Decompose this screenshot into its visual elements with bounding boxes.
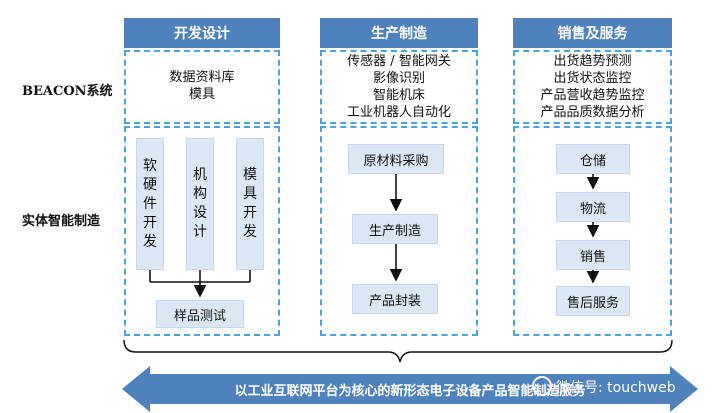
char: 具: [243, 186, 257, 202]
column-header-design: 开发设计: [124, 18, 280, 48]
char: 开: [243, 205, 257, 221]
bottom-banner: 以工业互联网平台为核心的新形态电子设备产品智能制造服务: [150, 374, 670, 404]
physical-box-sales: [513, 126, 672, 336]
banner-right-arrow: [670, 366, 698, 412]
char: 构: [193, 186, 207, 202]
beacon-design-line: 数据资料库: [169, 70, 235, 85]
physical-box-production: [320, 126, 478, 336]
char: 件: [143, 195, 157, 212]
beacon-production-line: 影像识别: [372, 71, 425, 86]
design-connectors: [149, 270, 251, 298]
char: 软: [143, 157, 157, 174]
beacon-box-design: [124, 50, 280, 124]
production-step-3: 产品封装: [352, 284, 438, 314]
design-result-box: 样品测试: [156, 300, 244, 328]
sales-step-3: 销售: [556, 240, 630, 270]
design-item-software: 软 硬 件 开 发: [136, 138, 164, 270]
beacon-sales-line: 产品品质数据分析: [540, 105, 645, 120]
physical-box-design: [124, 126, 280, 336]
sales-step-4: 售后服务: [556, 286, 630, 316]
char: 开: [143, 214, 157, 231]
beacon-sales-text: 出货趋势预测 出货状态监控 产品营收趋势监控 产品品质数据分析: [513, 53, 672, 121]
design-item-mold: 模 具 开 发: [236, 138, 264, 270]
sales-step-1: 仓储: [556, 144, 630, 174]
watermark-text: 微信号: touchweb: [556, 380, 676, 396]
row-label-physical: 实体智能制造: [22, 214, 101, 229]
char: 模: [243, 167, 257, 183]
design-item-mechanism: 机 构 设 计: [186, 138, 214, 270]
beacon-sales-line: 出货趋势预测: [553, 54, 632, 69]
beacon-production-text: 传感器 / 智能网关 影像识别 智能机床 工业机器人自动化: [320, 53, 478, 121]
brace: [123, 339, 673, 363]
column-header-production: 生产制造: [320, 18, 478, 48]
beacon-production-line: 智能机床: [372, 88, 425, 103]
banner-left-arrow: [122, 366, 150, 412]
beacon-design-line: 模具: [188, 87, 215, 102]
production-step-2: 生产制造: [352, 214, 438, 244]
beacon-sales-line: 产品营收趋势监控: [540, 88, 645, 103]
wechat-icon: [532, 376, 552, 396]
beacon-box-production: [320, 50, 478, 124]
char: 设: [193, 205, 207, 221]
char: 计: [193, 224, 207, 240]
row-label-beacon: BEACON系统: [22, 84, 113, 99]
beacon-production-line: 传感器 / 智能网关: [347, 54, 451, 69]
beacon-design-text: 数据资料库 模具: [124, 69, 280, 103]
sales-step-2: 物流: [556, 192, 630, 222]
beacon-box-sales: [513, 50, 672, 124]
char: 发: [143, 233, 157, 250]
production-step-1: 原材料采购: [348, 144, 444, 174]
beacon-sales-line: 出货状态监控: [553, 71, 632, 86]
beacon-production-line: 工业机器人自动化: [346, 105, 451, 120]
column-header-sales: 销售及服务: [513, 18, 672, 48]
char: 发: [243, 224, 257, 240]
char: 机: [193, 167, 207, 183]
char: 硬: [143, 176, 157, 193]
